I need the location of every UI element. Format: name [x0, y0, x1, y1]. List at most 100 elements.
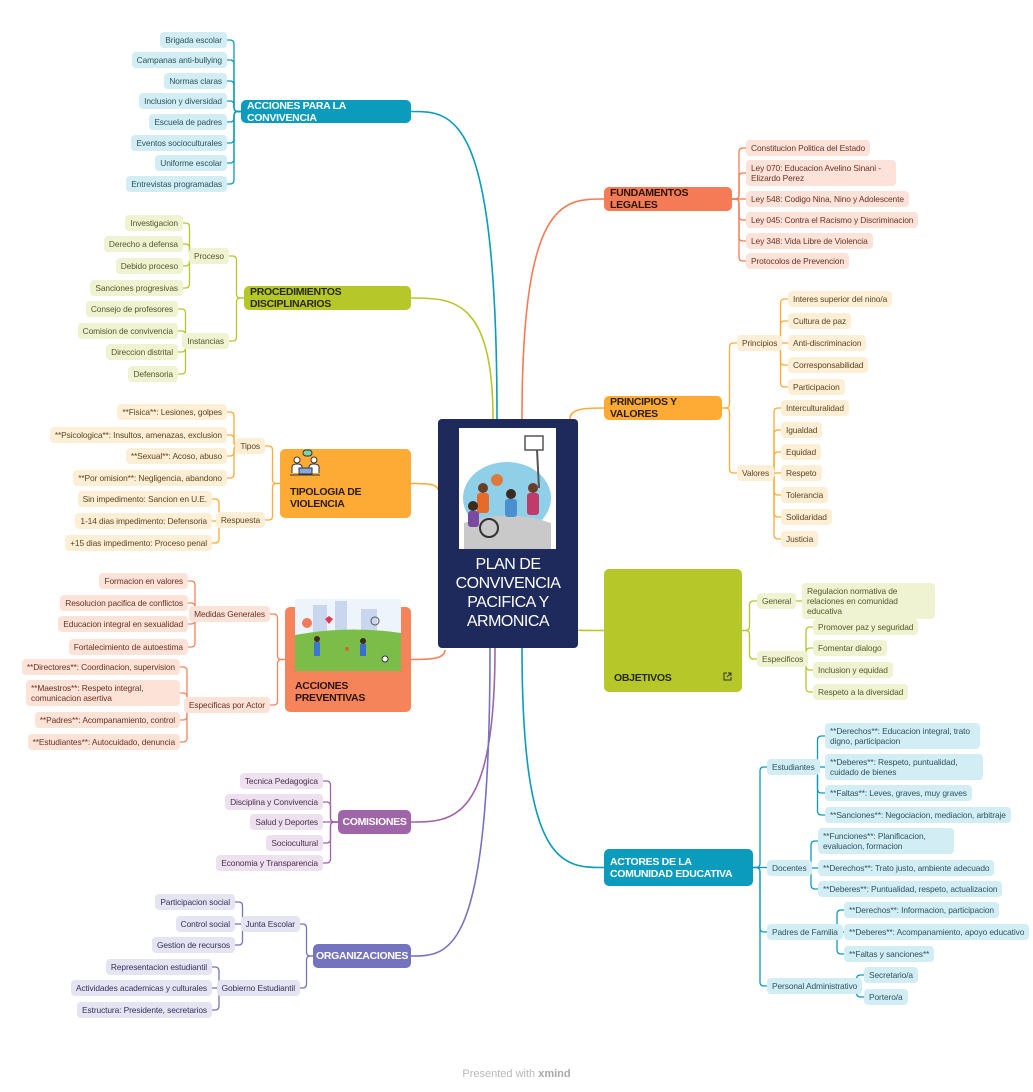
leaf-node-sociocultural[interactable]: Sociocultural: [266, 835, 323, 851]
leaf-node-protocolos-de-prevencion[interactable]: Protocolos de Prevencion: [746, 253, 850, 269]
subtopic-general[interactable]: General: [757, 593, 797, 609]
leaf-node-funciones-planificacion-evaluacion-forma[interactable]: **Funciones**: Planificacion, evaluacion…: [818, 828, 954, 854]
leaf-node-derecho-a-defensa[interactable]: Derecho a defensa: [103, 236, 183, 252]
leaf-node-anti-discriminacion[interactable]: Anti-discriminacion: [788, 335, 867, 351]
leaf-node-fortalecimiento-de-autoestima[interactable]: Fortalecimiento de autoestima: [68, 639, 188, 655]
subtopic-valores[interactable]: Valores: [737, 465, 775, 481]
leaf-node-portero-a[interactable]: Portero/a: [864, 989, 908, 1005]
main-topic-objetivos[interactable]: OBJETIVOS: [604, 569, 742, 692]
leaf-node-debido-proceso[interactable]: Debido proceso: [115, 258, 183, 274]
leaf-node-sanciones-negociacion-mediacion-arbitraj[interactable]: **Sanciones**: Negociacion, mediacion, a…: [825, 807, 1011, 823]
leaf-node-sanciones-progresivas[interactable]: Sanciones progresivas: [90, 280, 183, 296]
leaf-node-direccion-distrital[interactable]: Direccion distrital: [106, 344, 178, 360]
leaf-node-entrevistas-programadas[interactable]: Entrevistas programadas: [126, 176, 227, 192]
leaf-node-promover-paz-y-seguridad[interactable]: Promover paz y seguridad: [813, 619, 919, 635]
leaf-node-ley-045-contra-el-racismo-y-discriminaci[interactable]: Ley 045: Contra el Racismo y Discriminac…: [746, 212, 919, 228]
subtopic-especificas-por-actor[interactable]: Especificas por Actor: [183, 697, 270, 713]
leaf-node-sin-impedimento-sancion-en-u-e[interactable]: Sin impedimento: Sancion en U.E.: [77, 491, 212, 507]
leaf-node-interes-superior-del-nino-a[interactable]: Interes superior del nino/a: [788, 291, 893, 307]
subtopic-estudiantes[interactable]: Estudiantes: [767, 759, 820, 775]
leaf-node-control-social[interactable]: Control social: [175, 916, 235, 932]
subtopic-medidas-generales[interactable]: Medidas Generales: [189, 606, 270, 622]
main-topic-acciones-para-la-convivencia[interactable]: ACCIONES PARA LA CONVIVENCIA: [241, 100, 411, 124]
main-topic-fundamentos-legales[interactable]: FUNDAMENTOS LEGALES: [604, 187, 732, 211]
leaf-node-psicologica-insultos-amenazas-exclusion[interactable]: **Psicologica**: Insultos, amenazas, exc…: [49, 427, 227, 443]
leaf-node-cultura-de-paz[interactable]: Cultura de paz: [788, 313, 852, 329]
subtopic-especificos[interactable]: Especificos: [757, 651, 809, 667]
leaf-node-normas-claras[interactable]: Normas claras: [164, 73, 227, 89]
central-topic[interactable]: PLAN DE CONVIVENCIA PACIFICA Y ARMONICA: [438, 419, 578, 648]
external-link-icon[interactable]: [723, 672, 732, 684]
subtopic-gobierno-estudiantil[interactable]: Gobierno Estudiantil: [216, 980, 300, 996]
leaf-node-por-omision-negligencia-abandono[interactable]: **Por omision**: Negligencia, abandono: [73, 470, 227, 486]
main-topic-acciones-preventivas[interactable]: ACCIONES PREVENTIVAS: [285, 599, 411, 712]
leaf-node-resolucion-pacifica-de-conflictos[interactable]: Resolucion pacifica de conflictos: [60, 595, 188, 611]
leaf-node-secretario-a[interactable]: Secretario/a: [864, 967, 918, 983]
leaf-node-ley-348-vida-libre-de-violencia[interactable]: Ley 348: Vida Libre de Violencia: [746, 233, 873, 249]
leaf-node-derechos-informacion-participacion[interactable]: **Derechos**: Informacion, participacion: [844, 902, 999, 918]
leaf-node-estructura-presidente-secretarios[interactable]: Estructura: Presidente, secretarios: [77, 1002, 212, 1018]
leaf-node-deberes-respeto-puntualidad-cuidado-de-b[interactable]: **Deberes**: Respeto, puntualidad, cuida…: [825, 754, 983, 780]
subtopic-proceso[interactable]: Proceso: [188, 248, 229, 264]
leaf-node-justicia[interactable]: Justicia: [781, 531, 819, 547]
main-topic-procedimientos-disciplinarios[interactable]: PROCEDIMIENTOS DISCIPLINARIOS: [244, 286, 411, 310]
leaf-node-solidaridad[interactable]: Solidaridad: [781, 509, 832, 525]
leaf-node-campanas-anti-bullying[interactable]: Campanas anti-bullying: [131, 52, 227, 68]
leaf-node-ley-070-educacion-avelino-sinani-elizard[interactable]: Ley 070: Educacion Avelino Sinani - Eliz…: [746, 160, 896, 186]
leaf-node-igualdad[interactable]: Igualdad: [781, 422, 823, 438]
leaf-node-defensoria[interactable]: Defensoria: [128, 366, 178, 382]
leaf-node-equidad[interactable]: Equidad: [781, 444, 822, 460]
leaf-node-constitucion-politica-del-estado[interactable]: Constitucion Politica del Estado: [746, 140, 871, 156]
leaf-node-faltas-leves-graves-muy-graves[interactable]: **Faltas**: Leves, graves, muy graves: [825, 785, 972, 801]
leaf-node-ley-548-codigo-nina-nino-y-adolescente[interactable]: Ley 548: Codigo Nina, Nino y Adolescente: [746, 191, 909, 207]
leaf-node-inclusion-y-diversidad[interactable]: Inclusion y diversidad: [139, 93, 227, 109]
leaf-node-maestros-respeto-integral-comunicacion-a[interactable]: **Maestros**: Respeto integral, comunica…: [26, 680, 180, 706]
leaf-node-derechos-trato-justo-ambiente-adecuado[interactable]: **Derechos**: Trato justo, ambiente adec…: [818, 860, 995, 876]
subtopic-junta-escolar[interactable]: Junta Escolar: [240, 916, 300, 932]
leaf-node-faltas-y-sanciones[interactable]: **Faltas y sanciones**: [844, 946, 935, 962]
leaf-node-deberes-acompanamiento-apoyo-educativo[interactable]: **Deberes**: Acompanamiento, apoyo educa…: [844, 924, 1030, 940]
leaf-node-directores-coordinacion-supervision[interactable]: **Directores**: Coordinacion, supervisio…: [21, 659, 180, 675]
leaf-node-brigada-escolar[interactable]: Brigada escolar: [160, 32, 227, 48]
leaf-node-disciplina-y-convivencia[interactable]: Disciplina y Convivencia: [225, 794, 323, 810]
leaf-node-participacion-social[interactable]: Participacion social: [155, 894, 235, 910]
leaf-node-estudiantes-autocuidado-denuncia[interactable]: **Estudiantes**: Autocuidado, denuncia: [27, 734, 180, 750]
subtopic-personal-administrativo[interactable]: Personal Administrativo: [767, 978, 863, 994]
leaf-node-respeto-a-la-diversidad[interactable]: Respeto a la diversidad: [813, 684, 909, 700]
subtopic-tipos[interactable]: Tipos: [235, 438, 265, 454]
leaf-node-consejo-de-profesores[interactable]: Consejo de profesores: [85, 301, 178, 317]
subtopic-instancias[interactable]: Instancias: [182, 333, 229, 349]
leaf-node-fisica-lesiones-golpes[interactable]: **Fisica**: Lesiones, golpes: [117, 404, 227, 420]
leaf-node-salud-y-deportes[interactable]: Salud y Deportes: [250, 814, 323, 830]
leaf-node-interculturalidad[interactable]: Interculturalidad: [781, 400, 849, 416]
xmind-brand[interactable]: xmind: [538, 1068, 571, 1080]
leaf-node-1-14-dias-impedimento-defensoria[interactable]: 1-14 dias impedimento: Defensoria: [75, 513, 212, 529]
leaf-node-comision-de-convivencia[interactable]: Comision de convivencia: [77, 323, 178, 339]
subtopic-docentes[interactable]: Docentes: [767, 860, 812, 876]
main-topic-organizaciones[interactable]: ORGANIZACIONES: [313, 944, 411, 968]
leaf-node-representacion-estudiantil[interactable]: Representacion estudiantil: [105, 959, 212, 975]
leaf-node-fomentar-dialogo[interactable]: Fomentar dialogo: [813, 640, 887, 656]
subtopic-principios[interactable]: Principios: [737, 335, 783, 351]
leaf-node-gestion-de-recursos[interactable]: Gestion de recursos: [151, 937, 235, 953]
leaf-node-deberes-puntualidad-respeto-actualizacio[interactable]: **Deberes**: Puntualidad, respeto, actua…: [818, 881, 1003, 897]
leaf-node-economia-y-transparencia[interactable]: Economia y Transparencia: [216, 855, 323, 871]
subtopic-padres-de-familia[interactable]: Padres de Familia: [767, 924, 843, 940]
leaf-node-inclusion-y-equidad[interactable]: Inclusion y equidad: [813, 662, 893, 678]
leaf-node-sexual-acoso-abuso[interactable]: **Sexual**: Acoso, abuso: [125, 448, 227, 464]
main-topic-principios-y-valores[interactable]: PRINCIPIOS Y VALORES: [604, 396, 722, 420]
leaf-node-formacion-en-valores[interactable]: Formacion en valores: [99, 573, 188, 589]
leaf-node-15-dias-impedimento-proceso-penal[interactable]: +15 dias impedimento: Proceso penal: [65, 535, 212, 551]
leaf-node-derechos-educacion-integral-trato-digno-[interactable]: **Derechos**: Educacion integral, trato …: [825, 723, 980, 749]
leaf-node-uniforme-escolar[interactable]: Uniforme escolar: [155, 155, 227, 171]
main-topic-actores-de-la-comunidad-educativa[interactable]: ACTORES DE LA COMUNIDAD EDUCATIVA: [604, 849, 753, 886]
leaf-node-padres-acompanamiento-control[interactable]: **Padres**: Acompanamiento, control: [34, 712, 180, 728]
leaf-node-investigacion[interactable]: Investigacion: [125, 215, 183, 231]
leaf-node-escuela-de-padres[interactable]: Escuela de padres: [149, 114, 227, 130]
leaf-node-tecnica-pedagogica[interactable]: Tecnica Pedagogica: [239, 773, 323, 789]
leaf-node-respeto[interactable]: Respeto: [781, 465, 822, 481]
subtopic-respuesta[interactable]: Respuesta: [215, 512, 265, 528]
leaf-node-actividades-academicas-y-culturales[interactable]: Actividades academicas y culturales: [70, 980, 212, 996]
main-topic-tipologia-de-violencia[interactable]: TIPOLOGIA DE VIOLENCIA: [280, 449, 411, 518]
leaf-node-regulacion-normativa-de-relaciones-en-co[interactable]: Regulacion normativa de relaciones en co…: [802, 583, 935, 619]
